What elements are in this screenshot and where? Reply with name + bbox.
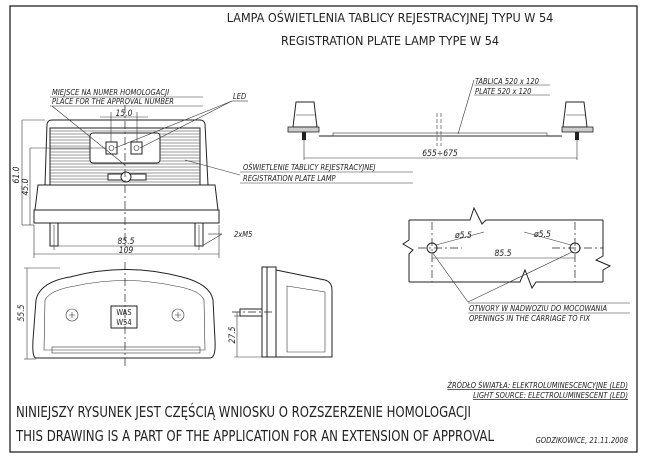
badge-line1: WAS (116, 308, 131, 317)
plate-view (287, 79, 594, 160)
leaders-front (50, 96, 413, 184)
side-view (232, 266, 333, 358)
holes-label-pl: OTWORY W NADWOZIU DO MOCOWANIA (469, 304, 607, 313)
holes-view (402, 206, 630, 314)
dim-lamp-spacing: 655÷675 (422, 149, 458, 159)
approval-label-pl: MIEJSCE NA NUMER HOMOLOGACJI (52, 88, 169, 97)
led-right (130, 141, 143, 155)
dim-hole-left: ø5.5 (454, 231, 472, 241)
dim-stud-height: 27.5 (228, 326, 238, 343)
dim-hole-right: ø5.5 (533, 230, 551, 240)
dim-hole-spacing: 85.5 (494, 249, 511, 259)
dim-width: 109 (119, 246, 134, 256)
footer-note-en: THIS DRAWING IS A PART OF THE APPLICATIO… (15, 427, 494, 445)
plate-label-en: PLATE 520 x 120 (475, 87, 531, 96)
dim-height: 61.0 (12, 166, 22, 183)
front-view (21, 105, 223, 258)
title-pl: LAMPA OŚWIETLENIA TABLICY REJESTRACYJNEJ… (227, 10, 554, 25)
dim-rear-height: 55.5 (17, 304, 27, 321)
rear-view (24, 262, 216, 368)
badge-line2: W54 (116, 318, 131, 327)
light-source-en: LIGHT SOURCE: ELECTROLUMINESCENT (LED) (473, 391, 628, 400)
holes-label-en: OPENINGS IN THE CARRIAGE TO FIX (469, 314, 591, 323)
title-en: REGISTRATION PLATE LAMP TYPE W 54 (281, 33, 499, 48)
footer-note-pl: NINIEJSZY RYSUNEK JEST CZĘŚCIĄ WNIOSKU O… (16, 402, 471, 421)
led-label: LED (233, 92, 246, 101)
plate-label-pl: TABLICA 520 x 120 (475, 77, 539, 86)
dim-stud-spacing: 85.5 (117, 237, 134, 247)
studs-label: 2xM5 (234, 230, 252, 239)
light-source-pl: ŹRÓDŁO ŚWIATŁA: ELEKTROLUMINESCENCYJNE (… (446, 381, 628, 390)
place-date: GODZIKOWICE, 21.11.2008 (536, 436, 628, 445)
approval-badge (110, 305, 138, 329)
dim-height-inner: 45.0 (21, 178, 31, 195)
drawing-frame (9, 5, 638, 453)
lamp-label-en: REGISTRATION PLATE LAMP (243, 174, 337, 183)
lamp-label-pl: OŚWIETLENIE TABLICY REJESTRACYJNEJ (243, 163, 376, 172)
approval-label-en: PLACE FOR THE APPROVAL NUMBER (52, 97, 174, 106)
dim-led-spacing: 15.0 (115, 109, 132, 119)
